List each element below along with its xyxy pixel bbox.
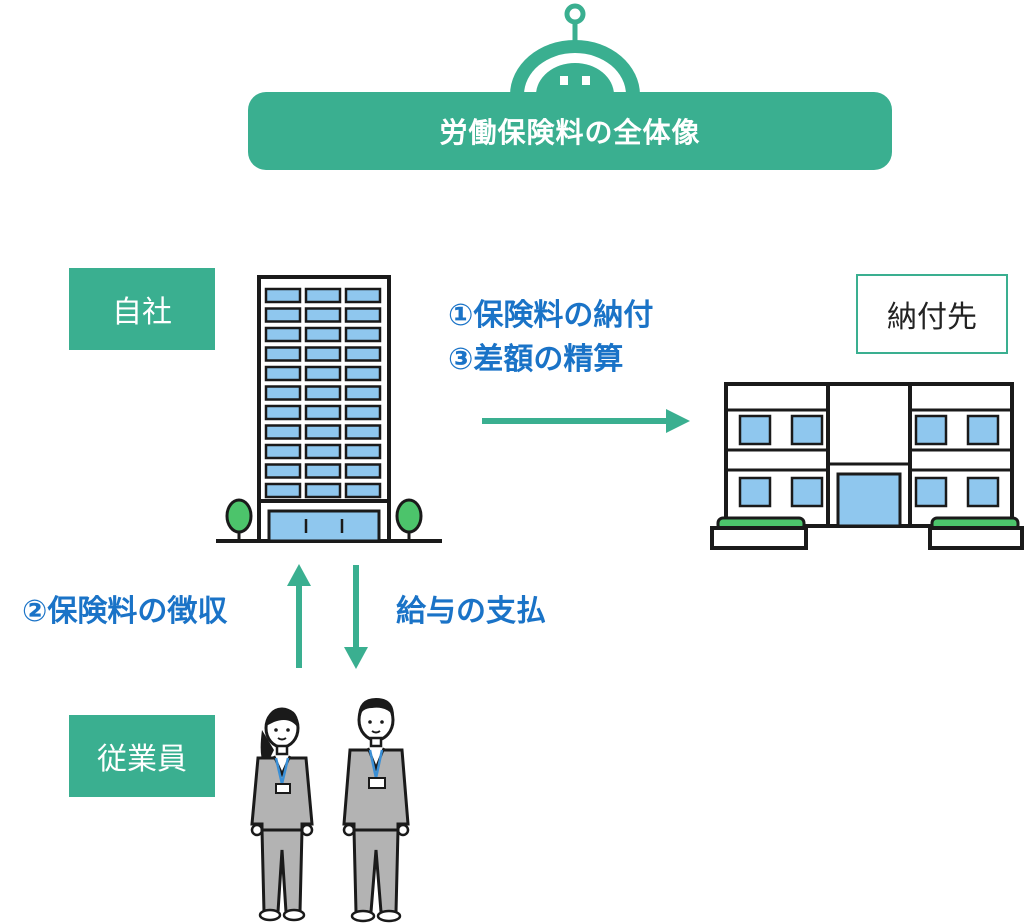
- male-employee-icon: [342, 698, 410, 923]
- tower-window: [304, 307, 342, 323]
- tower-window: [264, 443, 302, 460]
- tower-window: [264, 307, 302, 323]
- tower-window: [344, 424, 382, 440]
- tower-window: [344, 307, 382, 323]
- right-arrow-icon: [482, 409, 690, 433]
- payee-label: 納付先: [856, 274, 1008, 354]
- tower-window: [304, 482, 342, 499]
- tower-window: [264, 482, 302, 499]
- company-building-icon: [216, 275, 442, 543]
- tower-window: [264, 326, 302, 343]
- tower-window: [344, 443, 382, 460]
- payment-flow-label: ①保険料の納付: [448, 298, 654, 333]
- tower-window: [304, 287, 342, 304]
- company-label: 自社: [69, 268, 215, 350]
- tower-window: [264, 463, 302, 479]
- tower-window: [264, 346, 302, 362]
- salary-flow-label: 給与の支払: [396, 594, 546, 629]
- tower-window: [344, 385, 382, 401]
- up-arrow-icon: [287, 564, 311, 668]
- tower-window: [344, 463, 382, 479]
- tower-window: [344, 346, 382, 362]
- tower-window: [344, 404, 382, 421]
- tower-window: [264, 365, 302, 382]
- settlement-flow-label: ③差額の精算: [448, 342, 624, 377]
- title-robot-icon: [510, 3, 640, 95]
- tower-window: [344, 482, 382, 499]
- tower-window: [344, 365, 382, 382]
- tower-window: [344, 287, 382, 304]
- tower-window: [304, 385, 342, 401]
- tower-window: [264, 404, 302, 421]
- tower-window: [304, 424, 342, 440]
- collection-flow-label: ②保険料の徴収: [22, 594, 228, 629]
- down-arrow-icon: [344, 565, 368, 669]
- employees-label: 従業員: [69, 715, 215, 797]
- tower-window: [304, 443, 342, 460]
- tower-window: [304, 404, 342, 421]
- female-employee-icon: [250, 707, 314, 922]
- tower-window: [264, 424, 302, 440]
- tower-window: [304, 365, 342, 382]
- tower-window: [304, 326, 342, 343]
- tower-window: [344, 326, 382, 343]
- tower-window: [264, 287, 302, 304]
- tower-window: [304, 346, 342, 362]
- tower-window: [304, 463, 342, 479]
- tower-window: [264, 385, 302, 401]
- payee-building-icon: [710, 382, 1024, 550]
- page-title: 労働保険料の全体像: [248, 92, 892, 170]
